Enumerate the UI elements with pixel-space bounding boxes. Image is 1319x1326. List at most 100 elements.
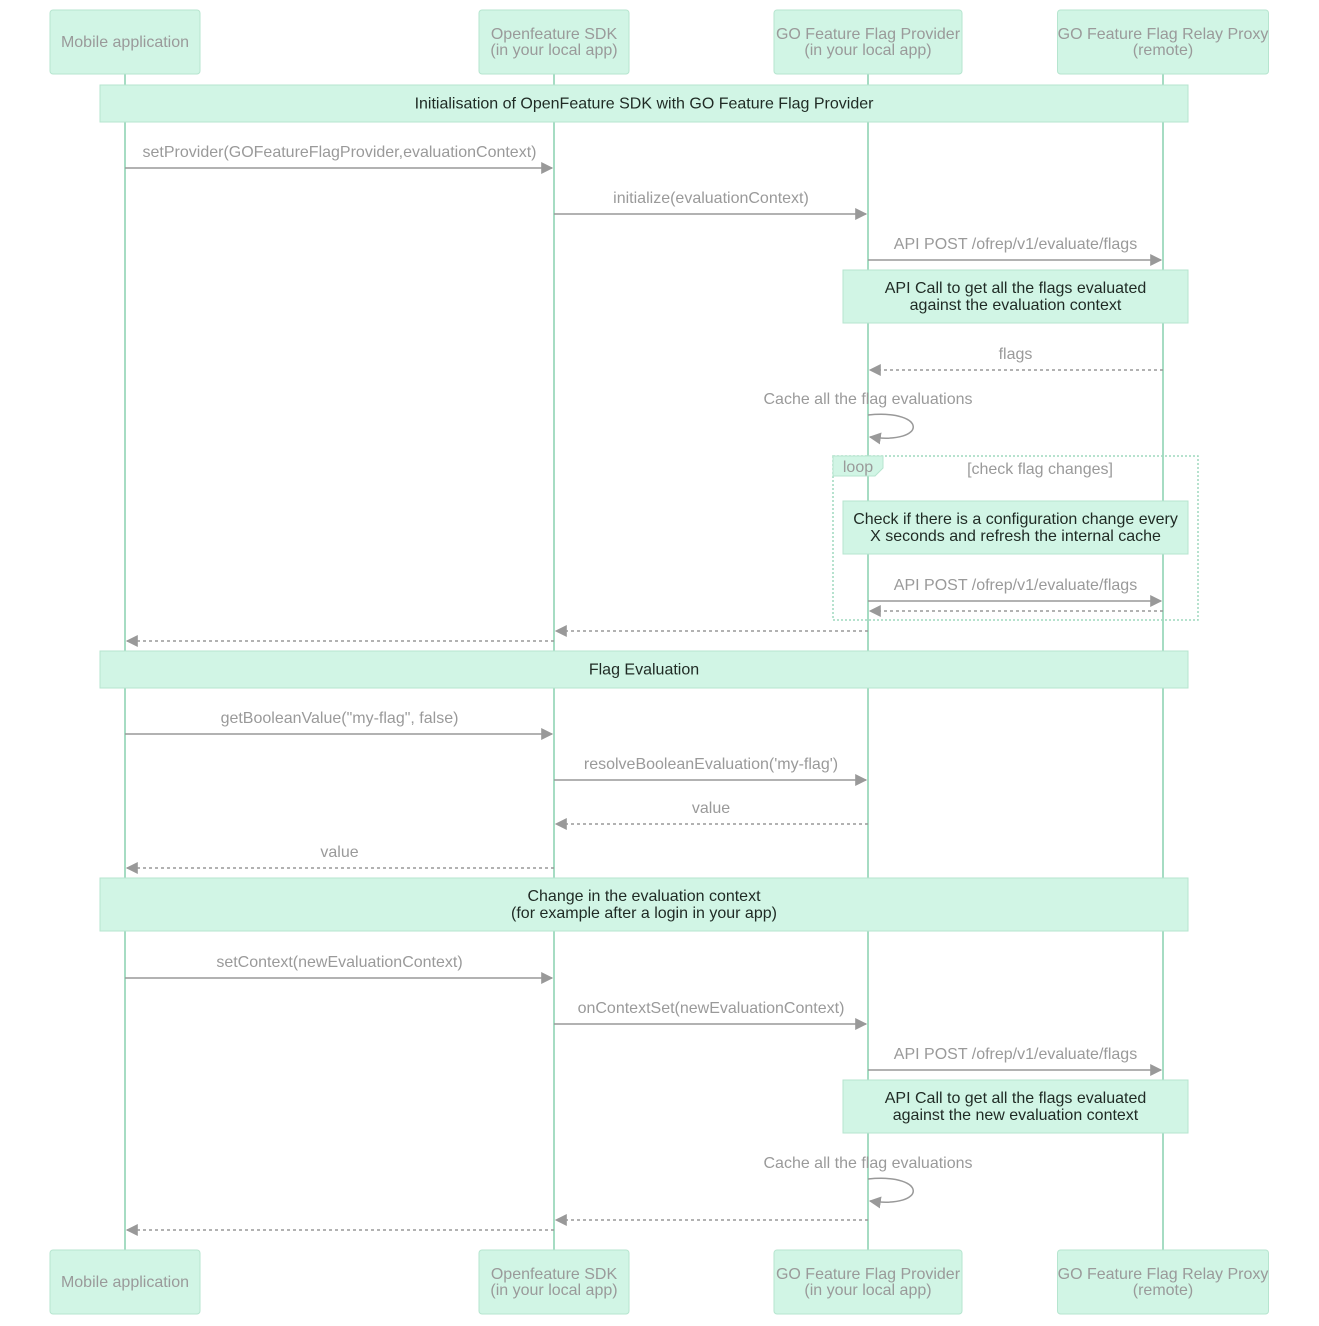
actor-label: Mobile application	[61, 1274, 189, 1291]
actor-provider-top: GO Feature Flag Provider(in your local a…	[773, 9, 963, 75]
actor-label-line: GO Feature Flag Provider	[776, 1266, 961, 1283]
note-box	[842, 500, 1189, 555]
actor-label-line: Mobile application	[61, 34, 189, 51]
note-text-line: Check if there is a configuration change…	[853, 511, 1178, 528]
section-note-text: Change in the evaluation context(for exa…	[511, 888, 777, 922]
actor-label: GO Feature Flag Relay Proxy(remote)	[1058, 26, 1269, 59]
message-label: onContextSet(newEvaluationContext)	[578, 1000, 845, 1017]
note-text-line: API Call to get all the flags evaluated	[885, 1090, 1147, 1107]
message-label: initialize(evaluationContext)	[613, 190, 809, 207]
section-note-text-line: Flag Evaluation	[589, 662, 699, 679]
actor-label: Mobile application	[61, 34, 189, 51]
note-box	[842, 1079, 1189, 1134]
actor-box	[1057, 1249, 1269, 1315]
message-label: value	[692, 800, 730, 817]
actor-box	[478, 9, 630, 75]
actor-sdk-bottom: Openfeature SDK(in your local app)	[478, 1249, 630, 1315]
message-label: API POST /ofrep/v1/evaluate/flags	[894, 577, 1137, 594]
section-note-box	[99, 877, 1189, 932]
actor-label-line: Mobile application	[61, 1274, 189, 1291]
actor-sdk-top: Openfeature SDK(in your local app)	[478, 9, 630, 75]
message-m14: setContext(newEvaluationContext)	[125, 954, 554, 984]
actor-label-line: Openfeature SDK	[491, 26, 618, 43]
actor-label: GO Feature Flag Provider(in your local a…	[776, 26, 961, 59]
actor-label: Openfeature SDK(in your local app)	[490, 26, 617, 59]
actor-box	[773, 1249, 963, 1315]
actor-label-line: GO Feature Flag Relay Proxy	[1058, 1266, 1269, 1283]
actor-label-line: (in your local app)	[804, 42, 931, 59]
message-label: getBooleanValue("my-flag", false)	[221, 710, 459, 727]
actor-label-line: (remote)	[1133, 42, 1193, 59]
section-note-ctx: Change in the evaluation context(for exa…	[99, 877, 1189, 932]
message-label: setProvider(GOFeatureFlagProvider,evalua…	[143, 144, 537, 161]
section-note-eval: Flag Evaluation	[99, 650, 1189, 689]
message-m11: resolveBooleanEvaluation('my-flag')	[554, 756, 868, 786]
actor-label-line: (remote)	[1133, 1282, 1193, 1299]
note-text-line: against the evaluation context	[910, 297, 1122, 314]
message-m4: flags	[868, 346, 1163, 376]
self-message-arrow	[867, 1177, 914, 1209]
actor-app-bottom: Mobile application	[49, 1249, 201, 1315]
section-note-box	[99, 650, 1189, 689]
section-note-text-line: Change in the evaluation context	[527, 888, 761, 905]
message-m6: API POST /ofrep/v1/evaluate/flags	[868, 577, 1163, 607]
note-check-change: Check if there is a configuration change…	[842, 500, 1189, 555]
actor-app-top: Mobile application	[49, 9, 201, 75]
message-m3: API POST /ofrep/v1/evaluate/flags	[868, 236, 1163, 266]
note-box	[842, 269, 1189, 324]
loop-label: loop	[843, 459, 873, 476]
note-text-line: API Call to get all the flags evaluated	[885, 280, 1147, 297]
message-m10: getBooleanValue("my-flag", false)	[125, 710, 554, 740]
message-m5: Cache all the flag evaluations	[763, 391, 973, 445]
section-note-text-line: (for example after a login in your app)	[511, 905, 777, 922]
actor-box	[773, 9, 963, 75]
actor-relay-top: GO Feature Flag Relay Proxy(remote)	[1057, 9, 1269, 75]
actor-box	[49, 1249, 201, 1315]
actor-label-line: Openfeature SDK	[491, 1266, 618, 1283]
message-label: API POST /ofrep/v1/evaluate/flags	[894, 236, 1137, 253]
actor-label-line: (in your local app)	[804, 1282, 931, 1299]
actor-label: GO Feature Flag Relay Proxy(remote)	[1058, 1266, 1269, 1299]
note-text: Check if there is a configuration change…	[853, 511, 1178, 545]
actor-box	[49, 9, 201, 75]
message-m17: Cache all the flag evaluations	[763, 1155, 973, 1209]
message-m13: value	[125, 844, 554, 874]
message-label: value	[320, 844, 358, 861]
section-note-text: Flag Evaluation	[589, 662, 699, 679]
note-text-line: X seconds and refresh the internal cache	[870, 528, 1161, 545]
message-m2: initialize(evaluationContext)	[554, 190, 868, 220]
message-m1: setProvider(GOFeatureFlagProvider,evalua…	[125, 144, 554, 174]
note-text-line: against the new evaluation context	[893, 1107, 1139, 1124]
loop-box	[832, 455, 1199, 621]
self-message-arrow	[867, 413, 914, 445]
actor-label-line: GO Feature Flag Relay Proxy	[1058, 26, 1269, 43]
actor-label-line: GO Feature Flag Provider	[776, 26, 961, 43]
message-label: flags	[999, 346, 1033, 363]
message-label: Cache all the flag evaluations	[763, 391, 972, 408]
actor-label-line: (in your local app)	[490, 42, 617, 59]
loop-condition: [check flag changes]	[967, 461, 1113, 478]
section-note-box	[99, 84, 1189, 123]
actor-label: Openfeature SDK(in your local app)	[490, 1266, 617, 1299]
section-note-init: Initialisation of OpenFeature SDK with G…	[99, 84, 1189, 123]
message-label: resolveBooleanEvaluation('my-flag')	[584, 756, 838, 773]
actor-relay-bottom: GO Feature Flag Relay Proxy(remote)	[1057, 1249, 1269, 1315]
message-m12: value	[554, 800, 868, 830]
actor-label: GO Feature Flag Provider(in your local a…	[776, 1266, 961, 1299]
message-label: Cache all the flag evaluations	[763, 1155, 972, 1172]
message-label: setContext(newEvaluationContext)	[216, 954, 462, 971]
section-note-text: Initialisation of OpenFeature SDK with G…	[415, 96, 875, 113]
section-note-text-line: Initialisation of OpenFeature SDK with G…	[415, 96, 875, 113]
loop-tab	[832, 455, 884, 477]
message-m16: API POST /ofrep/v1/evaluate/flags	[868, 1046, 1163, 1076]
actor-box	[1057, 9, 1269, 75]
actor-box	[478, 1249, 630, 1315]
message-label: API POST /ofrep/v1/evaluate/flags	[894, 1046, 1137, 1063]
loop-frame: loop [check flag changes]	[832, 455, 1199, 621]
actor-provider-bottom: GO Feature Flag Provider(in your local a…	[773, 1249, 963, 1315]
